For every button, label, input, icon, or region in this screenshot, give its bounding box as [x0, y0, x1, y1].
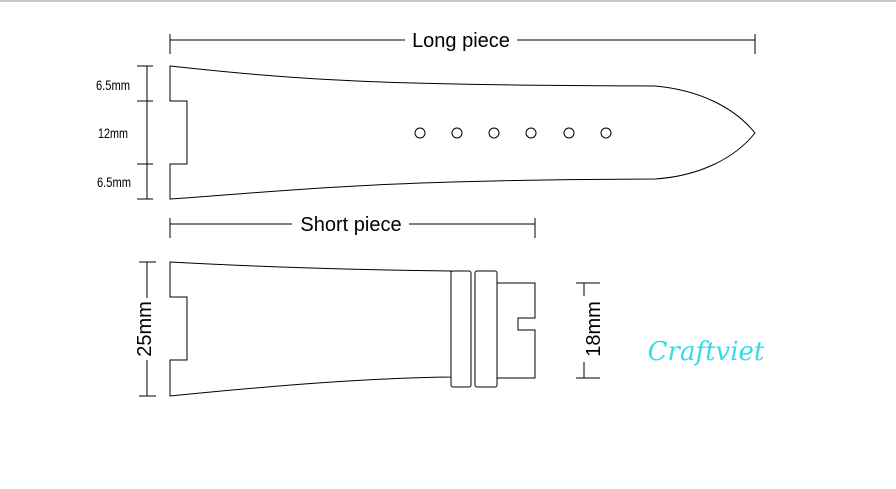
long-piece-width-dimensions: 6.5mm 12mm 6.5mm: [96, 65, 153, 200]
long-strap-outline: [169, 65, 756, 200]
long-piece: Long piece 6.5mm 12mm 6.5mm: [96, 30, 756, 200]
long-piece-length-dimension: Long piece: [169, 30, 756, 54]
short-strap-outline: [169, 261, 452, 397]
strap-hole: [525, 127, 537, 139]
dim-buckle-label: 18mm: [583, 301, 605, 357]
buckle-end-outline: [497, 282, 536, 379]
keeper-loop: [474, 270, 498, 388]
brand-logo-text: Craftviet: [648, 337, 765, 367]
strap-hole: [488, 127, 500, 139]
buckle-width-dimension: 18mm: [576, 282, 605, 379]
dim-middle-label: 12mm: [98, 125, 128, 141]
dim-top-label: 6.5mm: [96, 77, 130, 93]
strap-hole: [414, 127, 426, 139]
strap-hole: [563, 127, 575, 139]
dim-width-label: 25mm: [134, 301, 156, 357]
strap-hole: [451, 127, 463, 139]
short-piece-length-dimension: Short piece: [169, 214, 536, 238]
dim-bottom-label: 6.5mm: [97, 174, 131, 190]
strap-holes: [414, 127, 612, 139]
long-piece-title: Long piece: [412, 30, 510, 52]
short-piece-width-dimension: 25mm: [134, 261, 156, 397]
keeper-loop: [450, 270, 472, 388]
strap-hole: [600, 127, 612, 139]
short-piece: Short piece 25mm 18mm: [134, 214, 605, 397]
short-piece-title: Short piece: [300, 214, 401, 236]
